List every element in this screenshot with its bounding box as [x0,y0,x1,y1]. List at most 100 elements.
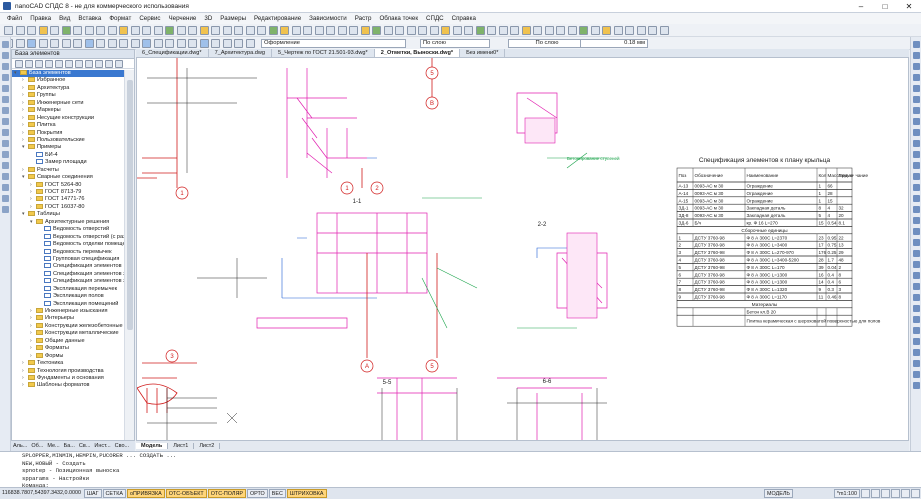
expanded-arrow-icon[interactable]: ▾ [22,174,25,181]
toolbar-button-icon[interactable] [590,26,600,35]
toolbar-button-icon[interactable] [475,26,485,35]
toolbar-button-icon[interactable] [153,39,163,48]
modify-tool-icon[interactable] [913,327,920,334]
toolbar-button-icon[interactable] [533,26,542,35]
tree-item[interactable]: ›Шаблоны форматов [12,382,124,389]
menu-item[interactable]: Зависимости [309,15,347,22]
toolbar-button-icon[interactable] [73,26,82,35]
draw-tool-icon[interactable] [2,129,9,136]
menu-item[interactable]: Вид [59,15,71,22]
modify-tool-icon[interactable] [913,151,920,158]
toolbar-button-icon[interactable] [418,26,427,35]
modify-tool-icon[interactable] [913,41,920,48]
sheet-tab[interactable]: Лист1 [168,443,195,449]
expanded-arrow-icon[interactable]: ▾ [14,70,17,76]
tree-item[interactable]: ›ГОСТ 16037-80 [12,203,124,211]
scrollbar-thumb[interactable] [127,80,133,330]
toolbar-button-icon[interactable] [314,26,324,35]
collapsed-arrow-icon[interactable]: › [30,345,32,352]
toolbar-button-icon[interactable] [602,26,611,35]
collapsed-arrow-icon[interactable]: › [30,337,32,344]
draw-tool-icon[interactable] [2,74,9,81]
status-toggle-button[interactable]: ОРТО [246,489,268,498]
toolbar-button-icon[interactable] [556,26,565,35]
tree-item[interactable]: Ведомость отверстий (с размер [12,233,124,241]
tree-item[interactable]: ▾Таблицы [12,211,124,218]
panel-tab[interactable]: Св... [78,443,91,449]
toolbar-button-icon[interactable] [130,26,140,35]
tree-item[interactable]: Ведомость перемычек [12,248,124,256]
draw-tool-icon[interactable] [2,151,9,158]
tree-item[interactable]: ›Пользовательские [12,136,124,144]
toolbar-button-icon[interactable] [107,39,117,48]
toolbar-button-icon[interactable] [165,39,174,48]
collapsed-arrow-icon[interactable]: › [30,196,32,203]
panel-tool-icon[interactable] [25,59,33,68]
modify-tool-icon[interactable] [913,118,920,125]
toolbar-button-icon[interactable] [372,26,381,35]
toolbar-button-icon[interactable] [107,26,117,35]
toolbar-button-icon[interactable] [383,26,393,35]
modify-tool-icon[interactable] [913,338,920,345]
toolbar-button-icon[interactable] [613,26,623,35]
panel-tool-icon[interactable] [55,59,63,68]
modify-tool-icon[interactable] [913,371,920,378]
toolbar-button-icon[interactable] [165,26,174,35]
color-select[interactable]: По слою [420,39,490,48]
modify-tool-icon[interactable] [913,349,920,356]
toolbar-button-icon[interactable] [441,26,450,35]
toolbar-button-icon[interactable] [625,26,634,35]
tree-item[interactable]: ›Маркеры [12,107,124,114]
menu-item[interactable]: Сервис [139,15,161,22]
tree-item[interactable]: ›Инженерные сети [12,99,124,107]
collapsed-arrow-icon[interactable]: › [30,203,32,210]
expanded-arrow-icon[interactable]: ▾ [30,218,33,225]
toolbar-button-icon[interactable] [464,26,473,35]
toolbar-button-icon[interactable] [61,39,71,48]
tree-item[interactable]: ›Несущие конструкции [12,114,124,122]
panel-tool-icon[interactable] [65,59,73,68]
tree-item[interactable]: ›ГОСТ 5264-80 [12,181,124,189]
tree-item[interactable]: ›Интерьеры [12,315,124,322]
status-toggle-button[interactable]: ВЕС [268,489,286,498]
tree-item[interactable]: Экспликация помещений [12,300,124,308]
modify-tool-icon[interactable] [913,239,920,246]
toolbar-button-icon[interactable] [303,26,312,35]
tree-item[interactable]: Замер площади [12,159,124,166]
collapsed-arrow-icon[interactable]: › [30,352,32,359]
toolbar-button-icon[interactable] [395,26,404,35]
status-tray-icon[interactable] [901,489,910,498]
toolbar-button-icon[interactable] [268,26,278,35]
tree-item[interactable]: Экспликация перемычек [12,285,124,293]
panel-tool-icon[interactable] [15,59,23,68]
model-space-button[interactable]: МОДЕЛЬ [764,489,793,498]
toolbar-button-icon[interactable] [291,26,301,35]
toolbar-button-icon[interactable] [659,26,669,35]
collapsed-arrow-icon[interactable]: › [22,374,24,381]
panel-tab[interactable]: Сво... [114,443,130,449]
tree-item[interactable]: Спецификация элементов запол [12,278,124,285]
toolbar-button-icon[interactable] [27,26,36,35]
menu-item[interactable]: Растр [354,15,372,22]
collapsed-arrow-icon[interactable]: › [22,382,24,389]
toolbar-button-icon[interactable] [406,26,416,35]
toolbar-button-icon[interactable] [521,26,531,35]
toolbar-button-icon[interactable] [27,39,36,48]
modify-tool-icon[interactable] [913,173,920,180]
modify-tool-icon[interactable] [913,52,920,59]
collapsed-arrow-icon[interactable]: › [22,136,24,143]
command-window[interactable]: SPLOPPER,MINMIN,HEMPIN,PUCORER ... СОЗДА… [0,451,921,489]
sheet-tab[interactable]: Лист2 [194,443,221,449]
toolbar-button-icon[interactable] [199,26,209,35]
tree-item[interactable]: ›Инженерные изыскания [12,308,124,315]
modify-tool-icon[interactable] [913,184,920,191]
toolbar-button-icon[interactable] [222,39,232,48]
menu-item[interactable]: Размеры [220,15,247,22]
toolbar-button-icon[interactable] [487,26,496,35]
toolbar-button-icon[interactable] [234,26,243,35]
menu-item[interactable]: Редактирование [254,15,302,22]
toolbar-button-icon[interactable] [452,26,462,35]
modify-tool-icon[interactable] [913,85,920,92]
scale-button[interactable]: *m1:100 [833,489,860,498]
toolbar-button-icon[interactable] [498,26,508,35]
